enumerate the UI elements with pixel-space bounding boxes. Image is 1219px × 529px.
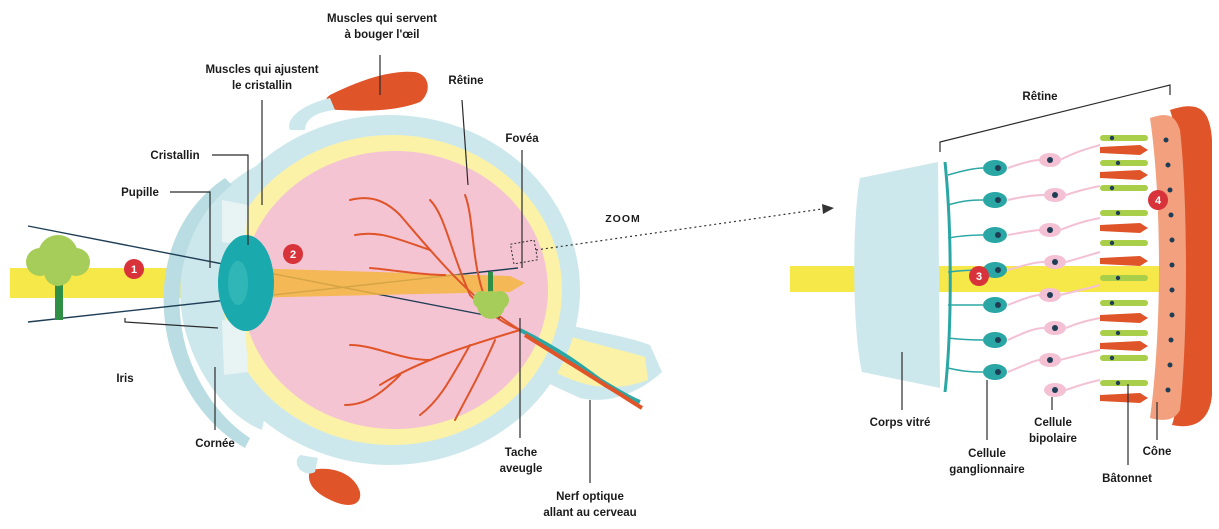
svg-text:2: 2 <box>290 249 296 261</box>
marker-1: 1 <box>124 259 144 279</box>
label-cristallin: Cristallin <box>150 150 199 162</box>
lower-muscle-tendon <box>297 455 318 474</box>
label-cone: Cône <box>1143 446 1172 458</box>
label-muscles-oeil-1: Muscles qui servent <box>327 13 437 25</box>
label-tache-aveugle-2: aveugle <box>500 463 543 475</box>
label-nerf-optique-2: allant au cerveau <box>543 507 636 519</box>
upper-eye-muscle <box>326 72 428 111</box>
label-retine-right: Rêtine <box>1022 91 1057 103</box>
label-retine-left: Rêtine <box>448 75 483 87</box>
svg-text:1: 1 <box>131 264 137 276</box>
svg-text:4: 4 <box>1155 195 1162 207</box>
lens-highlight <box>228 261 248 305</box>
label-tache-aveugle-1: Tache <box>505 447 537 459</box>
label-muscles-cristallin-1: Muscles qui ajustent <box>205 64 318 76</box>
label-corps-vitre: Corps vitré <box>870 417 931 429</box>
label-cellule-ganglionnaire-2: ganglionnaire <box>949 464 1024 476</box>
label-pupille: Pupille <box>121 187 159 199</box>
label-cornee: Cornée <box>195 438 235 450</box>
label-fovea: Fovéa <box>505 133 539 145</box>
svg-text:3: 3 <box>976 271 982 283</box>
label-zoom: ZOOM <box>605 213 641 225</box>
lower-eye-muscle <box>309 469 360 505</box>
marker-3: 3 <box>969 266 989 286</box>
marker-4: 4 <box>1148 190 1168 210</box>
label-batonnet: Bâtonnet <box>1102 473 1152 485</box>
label-cellule-ganglionnaire-1: Cellule <box>968 448 1006 460</box>
zoom-dotted-line <box>536 209 822 250</box>
label-muscles-cristallin-2: le cristallin <box>232 80 292 92</box>
label-iris: Iris <box>116 373 133 385</box>
label-nerf-optique-1: Nerf optique <box>556 491 624 503</box>
zoom-arrow-head <box>822 204 834 214</box>
marker-2: 2 <box>283 244 303 264</box>
label-cellule-bipolaire-1: Cellule <box>1034 417 1072 429</box>
label-muscles-oeil-2: à bouger l'œil <box>345 29 420 41</box>
vitreous-block <box>854 162 940 388</box>
label-cellule-bipolaire-2: bipolaire <box>1029 433 1077 445</box>
